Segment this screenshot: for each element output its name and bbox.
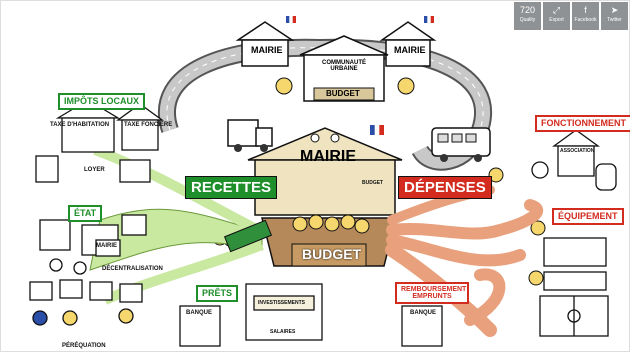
impots-houses xyxy=(35,99,164,183)
investissements-label: INVESTISSEMENTS xyxy=(258,300,305,306)
taxe-habitation-label: TAXE D'HABITATION xyxy=(50,122,110,128)
recettes-label: RECETTES xyxy=(185,176,278,199)
mairie-left-label: MAIRIE xyxy=(251,45,283,55)
taxe-fonciere-label: TAXE FONCIÈRE xyxy=(124,122,173,128)
facebook-label: Facebook xyxy=(574,17,597,23)
facebook-icon: f xyxy=(584,5,587,15)
perequation-label: PÉRÉQUATION xyxy=(62,343,106,349)
banque-left-label: BANQUE xyxy=(186,310,213,316)
video-toolbar: 720 Quality ⤢ Export f Facebook ➤ Twitte… xyxy=(514,2,628,30)
bank-left xyxy=(179,305,221,347)
association-label: ASSOCIATION xyxy=(560,148,595,154)
mairie-left-building xyxy=(235,16,296,67)
salaires-label: SALAIRES xyxy=(270,329,296,335)
depenses-label: DÉPENSES xyxy=(398,176,492,199)
remboursement-label: REMBOURSEMENT EMPRUNTS xyxy=(395,282,469,304)
bus-illustration xyxy=(431,127,491,162)
export-icon: ⤢ xyxy=(552,5,561,15)
quality-label: Quality xyxy=(519,17,536,23)
equipement-buildings xyxy=(539,237,609,337)
banque-right-label: BANQUE xyxy=(410,310,437,316)
budget-top-label: BUDGET xyxy=(326,89,360,98)
central-mairie-building xyxy=(247,125,403,216)
twitter-label: Twitter xyxy=(607,17,622,23)
communaute-label: COMMUNAUTÉ URBAINE xyxy=(322,60,366,72)
perequation-cluster xyxy=(29,279,143,326)
loyer-label: LOYER xyxy=(84,167,105,173)
budget-chest xyxy=(261,214,397,267)
equipement-label: ÉQUIPEMENT xyxy=(552,208,624,225)
mairie-right-building xyxy=(379,16,437,67)
bank-right xyxy=(401,305,443,347)
association-building xyxy=(531,129,617,191)
twitter-icon: ➤ xyxy=(610,5,619,15)
impots-locaux-label: IMPÔTS LOCAUX xyxy=(58,93,146,110)
prets-label: PRÊTS xyxy=(196,285,239,302)
truck-illustration xyxy=(227,119,273,152)
investissements-board xyxy=(245,283,323,341)
export-label: Export xyxy=(549,17,564,23)
fonctionnement-label: FONCTIONNEMENT xyxy=(535,115,630,132)
budget-center-label: BUDGET xyxy=(302,246,362,262)
mairie-small-label: MAIRIE xyxy=(96,243,117,249)
communaute-urbaine-building xyxy=(299,35,389,102)
mairie-right-label: MAIRIE xyxy=(394,45,426,55)
quality-button[interactable]: 720 Quality xyxy=(514,2,541,30)
etat-label: ÉTAT xyxy=(68,205,103,222)
twitter-button[interactable]: ➤ Twitter xyxy=(601,2,628,30)
decentralisation-label: DÉCENTRALISATION xyxy=(102,266,163,272)
facebook-button[interactable]: f Facebook xyxy=(572,2,599,30)
mairie-center-label: MAIRIE xyxy=(300,148,356,165)
quality-value: 720 xyxy=(519,5,536,15)
budget-board-label: BUDGET xyxy=(362,180,384,186)
etat-cluster xyxy=(39,214,147,275)
export-button[interactable]: ⤢ Export xyxy=(543,2,570,30)
